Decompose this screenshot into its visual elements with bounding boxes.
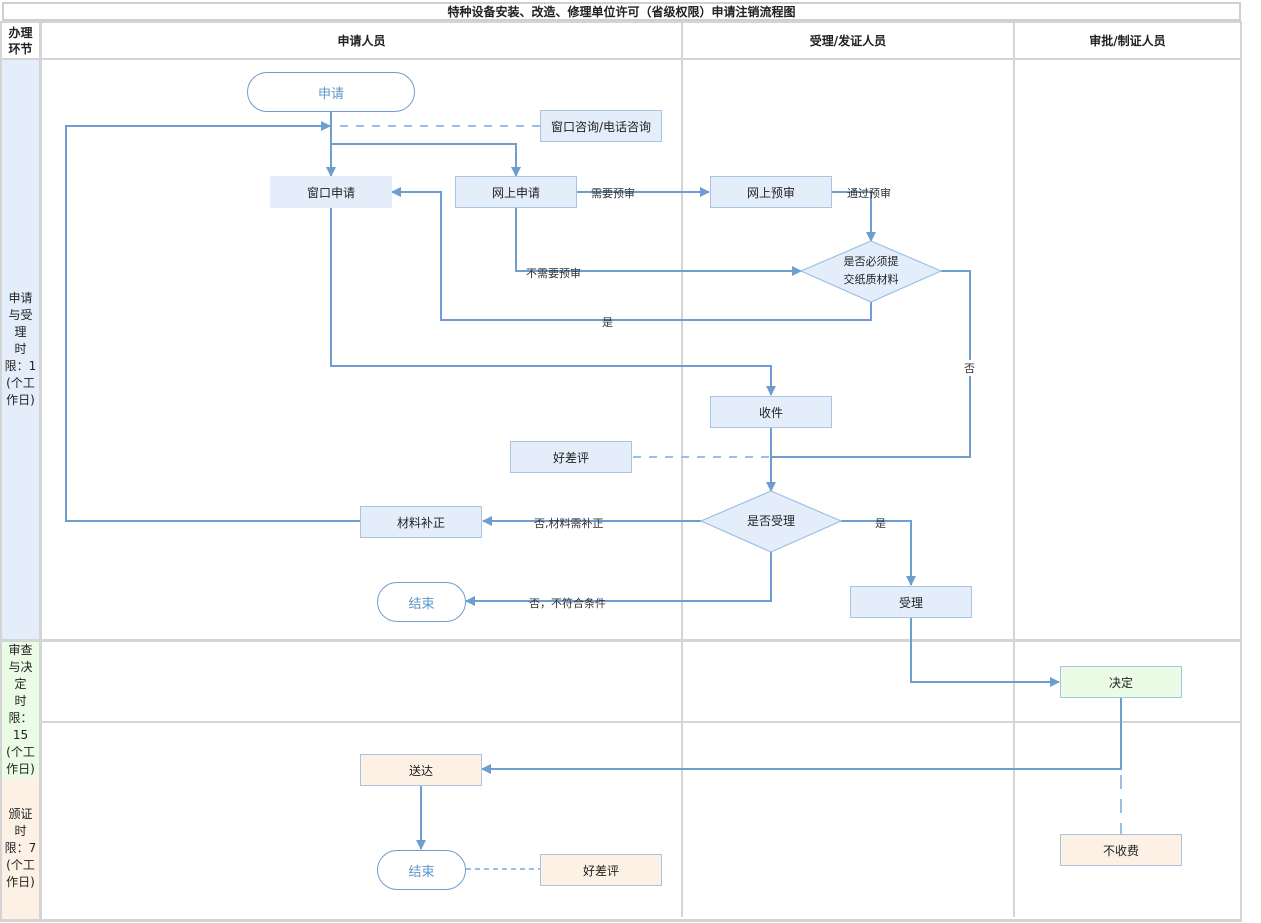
edge-not-qualified [465, 552, 772, 606]
column-header-applicant: 申请人员 [337, 34, 386, 48]
receive-node[interactable]: 收件 [710, 396, 832, 428]
window-apply-node[interactable]: 窗口申请 [270, 176, 392, 208]
edge-decide-deliver [481, 698, 1122, 774]
grid-col2 [1013, 21, 1015, 917]
edge-yes-paper [391, 187, 872, 321]
edge-yes-accept [841, 520, 916, 586]
label-not-qualified: 否，不符合条件 [529, 597, 606, 610]
online-precheck-node[interactable]: 网上预审 [710, 176, 832, 208]
end-terminal-2[interactable]: 结束 [377, 850, 466, 890]
edge-pass-precheck [831, 191, 876, 242]
decision-paper-label[interactable]: 是否必须提 交纸质材料 [843, 255, 899, 286]
label-yes-paper: 是 [602, 316, 613, 329]
no-fee-node[interactable]: 不收费 [1060, 834, 1182, 866]
decision-accept-label[interactable]: 是否受理 [746, 513, 795, 528]
consult-node[interactable]: 窗口咨询/电话咨询 [540, 110, 662, 142]
deliver-node[interactable]: 送达 [360, 754, 482, 786]
decide-node[interactable]: 决定 [1060, 666, 1182, 698]
diagram-title: 特种设备安装、改造、修理单位许可（省级权限）申请注销流程图 [2, 2, 1241, 21]
edge-supplement-loop [65, 121, 360, 522]
edge-no-precheck [515, 208, 802, 276]
grid-lane2-bottom [40, 721, 1242, 723]
grid-lane1-bottom [2, 639, 1242, 642]
edge-window-receive [330, 208, 776, 396]
decision-paper-shape [799, 240, 943, 303]
decision-accept-shape [699, 490, 843, 553]
online-apply-node[interactable]: 网上申请 [455, 176, 577, 208]
accept-node[interactable]: 受理 [850, 586, 972, 618]
grid-col1 [681, 21, 683, 917]
grid-stage-col [39, 21, 42, 922]
edge-accept-decide [910, 617, 1060, 687]
label-no-precheck: 不需要预审 [526, 267, 581, 280]
column-header-approver: 审批/制证人员 [1089, 34, 1166, 48]
label-need-precheck: 需要预审 [591, 187, 635, 200]
grid-right [1240, 21, 1242, 922]
column-header-acceptor: 受理/发证人员 [809, 34, 887, 48]
label-pass-precheck: 通过预审 [847, 187, 891, 200]
stage-column-header: 办理 环节 [8, 25, 33, 56]
label-no-paper: 否 [964, 360, 975, 376]
rating-node-1[interactable]: 好差评 [510, 441, 632, 473]
start-terminal[interactable]: 申请 [247, 72, 415, 112]
label-yes-accept: 是 [875, 517, 886, 530]
end-terminal-1[interactable]: 结束 [377, 582, 466, 622]
edge-start-online [331, 143, 521, 177]
lane-review-decision: 审查 与决 定 时 限： 15 (个工 作日) [2, 642, 39, 778]
grid-header-bottom [2, 58, 1242, 60]
supplement-node[interactable]: 材料补正 [360, 506, 482, 538]
grid-left [0, 21, 2, 922]
label-need-supplement: 否,材料需补正 [534, 517, 604, 530]
lane-apply-accept: 申请 与受 理 时 限：1 (个工 作日) [2, 60, 39, 639]
rating-node-2[interactable]: 好差评 [540, 854, 662, 886]
grid-bottom [2, 919, 1242, 922]
lane-certificate: 颁证 时 限：7 (个工 作日) [2, 778, 39, 919]
grid-top [2, 21, 1242, 23]
